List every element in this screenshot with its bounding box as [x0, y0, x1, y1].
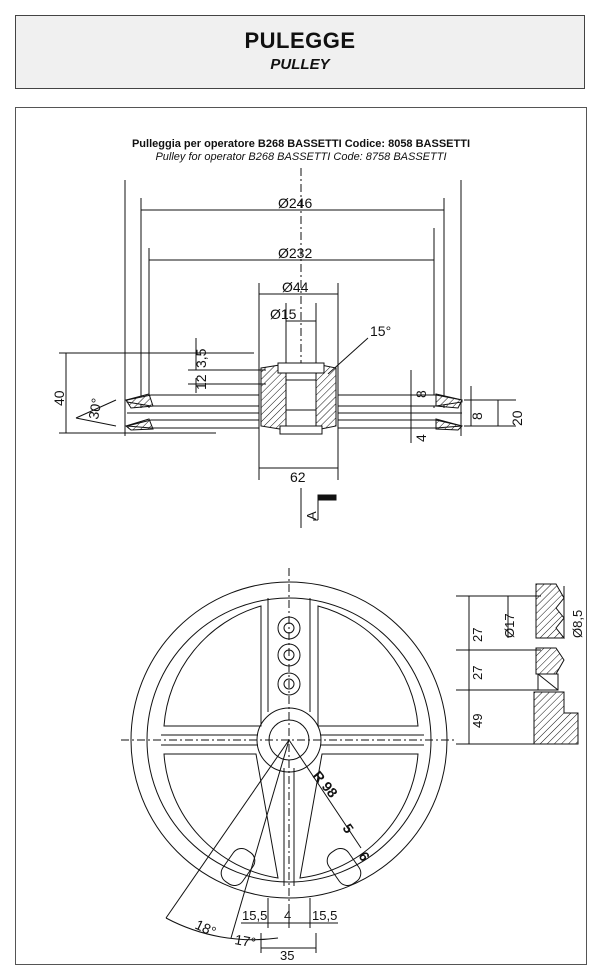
dim-40: 40 [51, 390, 67, 406]
dim-d232: Ø232 [278, 245, 312, 261]
dim-8-upper: 8 [413, 390, 429, 398]
section-marker [300, 488, 337, 528]
page-title: PULEGGE [244, 28, 356, 53]
pulley-drawing: Ø246 Ø232 Ø44 Ø15 15° 3,5 12 40 30° 8 8 … [51, 168, 585, 963]
dim-d246: Ø246 [278, 195, 312, 211]
dim-d44: Ø44 [282, 279, 309, 295]
dim-4: 4 [413, 434, 429, 442]
dim-27-upper: 27 [470, 628, 485, 642]
drawing-caption-italian: Pulleggia per operatore B268 BASSETTI Co… [131, 138, 471, 150]
dim-4-bottom: 4 [284, 908, 291, 923]
header-box: PULEGGE PULLEY [15, 15, 585, 89]
page-subtitle: PULLEY [270, 56, 330, 73]
dim-d8-5: Ø8,5 [570, 610, 585, 638]
drawing-caption-english: Pulley for operator B268 BASSETTI Code: … [155, 151, 447, 163]
dim-3-5: 3,5 [193, 348, 209, 368]
dim-20: 20 [509, 410, 525, 426]
dim-15-5-left: 15,5 [242, 908, 267, 923]
section-view [59, 168, 516, 480]
section-label-a: A [304, 511, 319, 520]
dim-49: 49 [470, 714, 485, 728]
dim-35: 35 [280, 948, 294, 963]
front-view [121, 568, 456, 953]
dim-d15: Ø15 [270, 306, 297, 322]
technical-drawing-sheet: Pulleggia per operatore B268 BASSETTI Co… [15, 107, 587, 965]
dim-15-5-right: 15,5 [312, 908, 337, 923]
dim-6: 6 [356, 849, 374, 865]
dim-62: 62 [290, 469, 306, 485]
dim-5: 5 [340, 821, 358, 837]
dim-8-lower: 8 [469, 412, 485, 420]
dimension-labels: Ø246 Ø232 Ø44 Ø15 15° 3,5 12 40 30° 8 8 … [51, 195, 585, 963]
side-detail [456, 583, 579, 745]
dim-d17: Ø17 [502, 613, 517, 638]
dim-angle15: 15° [370, 323, 391, 339]
dim-angle30: 30° [85, 397, 104, 421]
dim-27-lower: 27 [470, 666, 485, 680]
dim-12: 12 [193, 374, 209, 390]
dim-angle17: 17° [233, 931, 257, 950]
